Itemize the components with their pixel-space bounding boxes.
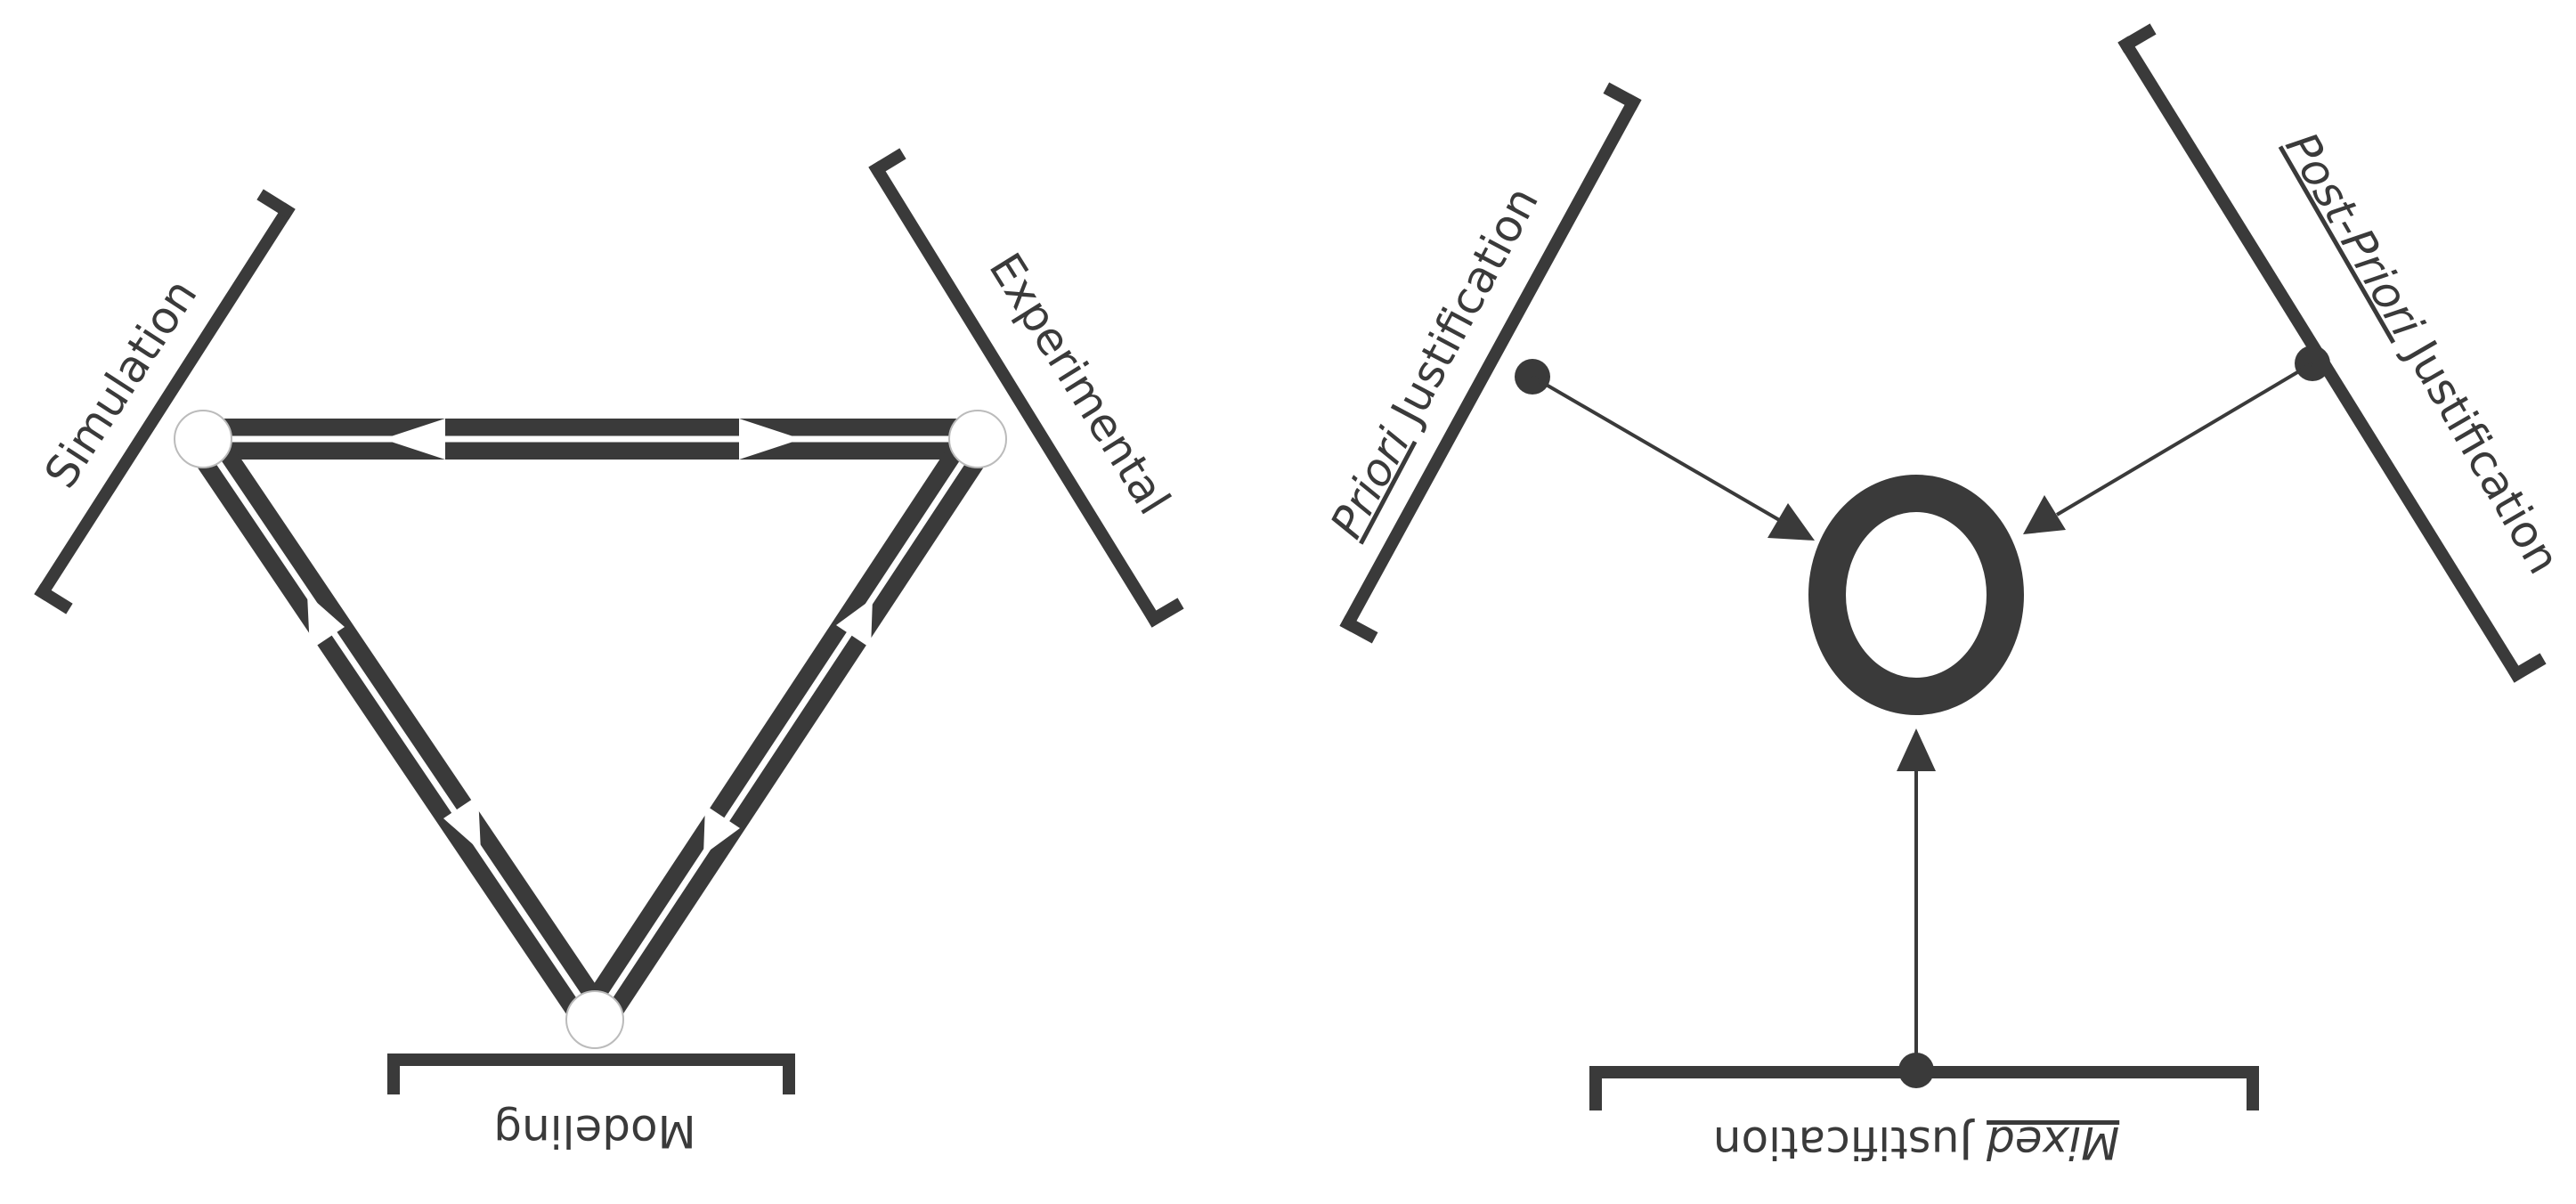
- arrow-head-icon: [1767, 503, 1815, 541]
- simulation-bracket: [34, 189, 296, 614]
- experimental-bracket: [868, 148, 1184, 628]
- node-simulation: [174, 410, 232, 468]
- priori-bracket: [1339, 82, 1642, 644]
- arrow-head-icon: [1897, 728, 1936, 771]
- arrow-down-icon: [703, 805, 740, 855]
- edge-experimental-modeling: [577, 427, 995, 1031]
- node-modeling: [565, 990, 624, 1049]
- label-priori-justification: Priori Justification: [1321, 179, 1548, 547]
- label-mixed-justification: Mixed Justification: [1713, 1117, 2119, 1168]
- arrow-head-icon: [2023, 495, 2066, 534]
- arrow-right-icon: [739, 419, 801, 460]
- modeling-bracket: [387, 1054, 795, 1094]
- node-experimental: [948, 410, 1007, 468]
- post-priori-bracket: [2117, 23, 2547, 683]
- arrow-left-icon: [383, 419, 445, 460]
- edge-simulation-modeling: [185, 427, 613, 1031]
- edge-simulation-experimental: [203, 419, 978, 460]
- arrow-up-icon: [307, 594, 345, 650]
- justification-target-ring: [1808, 475, 2024, 715]
- label-modeling: Modeling: [493, 1105, 695, 1157]
- post-priori-rest: Justification: [2388, 320, 2570, 582]
- method-triangle: [174, 410, 1007, 1049]
- mixed-rest: Justification: [1713, 1117, 1987, 1168]
- mixed-italic: Mixed: [1987, 1117, 2119, 1168]
- arrow-down-icon: [443, 795, 481, 851]
- arrow-up-icon: [836, 598, 873, 648]
